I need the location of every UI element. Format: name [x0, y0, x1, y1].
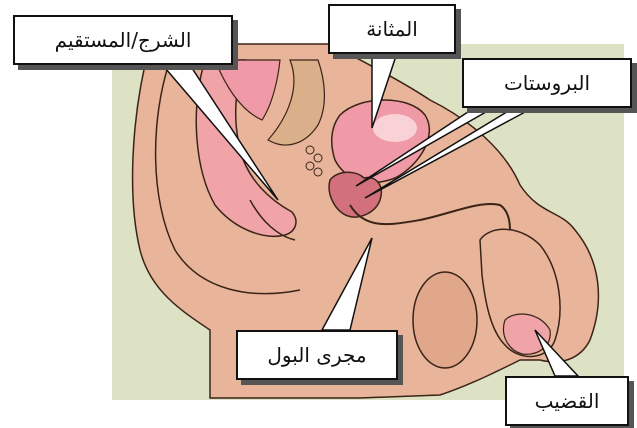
- label-urethra: مجرى البول: [236, 330, 398, 380]
- label-rectum-text: الشرج/المستقيم: [55, 30, 192, 50]
- bladder-highlight: [373, 114, 417, 142]
- testis-shape: [413, 272, 477, 368]
- label-bladder: المثانة: [328, 4, 456, 54]
- label-prostate: البروستات: [462, 58, 632, 108]
- label-penis-text: القضيب: [535, 391, 600, 411]
- label-urethra-text: مجرى البول: [267, 345, 366, 365]
- label-rectum: الشرج/المستقيم: [13, 15, 233, 65]
- label-bladder-text: المثانة: [366, 19, 418, 39]
- label-penis: القضيب: [505, 376, 629, 426]
- label-prostate-text: البروستات: [504, 73, 590, 93]
